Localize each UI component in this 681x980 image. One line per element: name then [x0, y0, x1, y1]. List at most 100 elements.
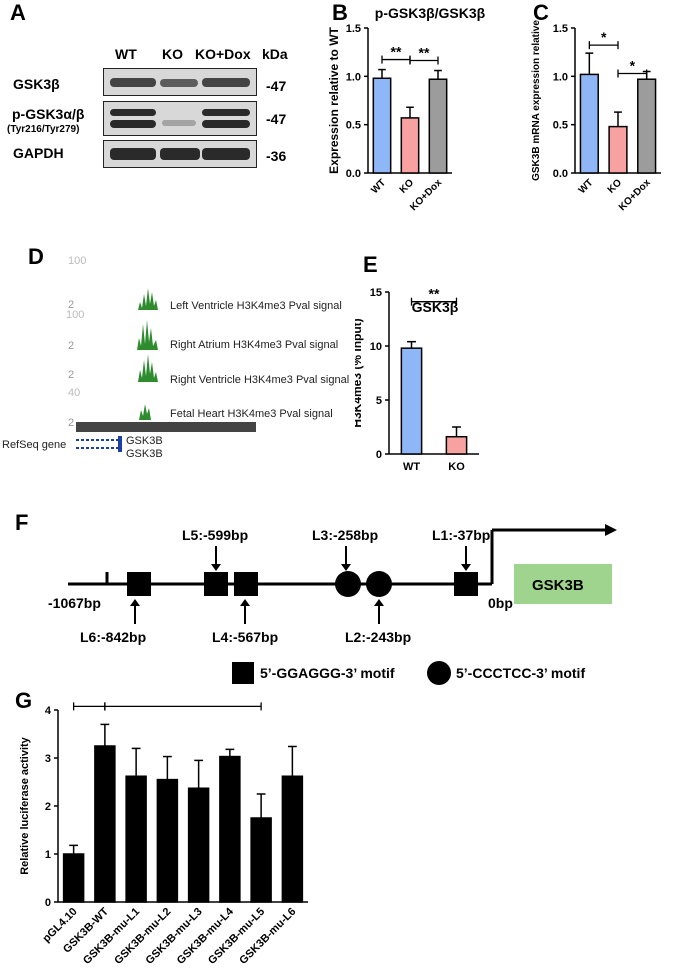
track-label: Left Ventricle H3K4me3 Pval signal — [170, 300, 342, 312]
chart-title: GSK3β — [412, 299, 459, 315]
panel-letter-c: C — [533, 0, 549, 25]
track-min: 2 — [68, 340, 74, 352]
kda-marker-gsk3b: -47 — [266, 78, 287, 94]
bar-ko — [608, 125, 628, 174]
track-max: 40 — [68, 387, 80, 399]
track-min: 2 — [68, 369, 74, 381]
y-tick-label: 10 — [370, 341, 382, 353]
band — [162, 120, 196, 126]
panel-letter-f: F — [15, 510, 29, 535]
track-max: 100 — [66, 309, 84, 321]
y-tick-label: 1.5 — [346, 23, 361, 35]
arrowhead — [211, 564, 221, 571]
y-tick-label: 4 — [45, 705, 52, 717]
motif-square-l6 — [127, 572, 151, 596]
bar-ko — [445, 435, 468, 455]
band — [110, 120, 156, 128]
motif-square-l4 — [234, 572, 258, 596]
band — [202, 109, 250, 116]
y-tick-label: 1 — [45, 849, 51, 861]
site-label-l3: L3:-258bp — [312, 527, 378, 543]
track-label: Right Atrium H3K4me3 Pval signal — [170, 339, 338, 351]
x-tick-label: GSK3B-mu-L6 — [237, 906, 298, 967]
band — [110, 78, 156, 87]
kda-marker-gapdh: -36 — [266, 148, 287, 164]
x-tick-label: KO — [606, 177, 625, 196]
peak — [139, 404, 151, 420]
site-label-l6: L6:-842bp — [80, 629, 146, 645]
y-tick-label: 0.5 — [346, 120, 361, 132]
blot-strip-p-gsk3 — [103, 101, 257, 136]
y-tick-label: 0 — [376, 449, 382, 461]
band — [202, 120, 250, 128]
arrowhead — [461, 564, 471, 571]
band — [202, 78, 250, 87]
y-tick-label: 0.0 — [553, 168, 568, 180]
panel-letter-e: E — [363, 252, 378, 277]
arrowhead — [374, 599, 384, 606]
bar-gsk3b-mu-l6 — [281, 775, 304, 903]
y-axis-label: H3K4me3 (% Input) — [355, 318, 364, 427]
track-min: 2 — [68, 299, 74, 311]
y-tick-label: 1.0 — [346, 71, 361, 83]
lane-label-ko-dox: KO+Dox — [195, 46, 251, 62]
motif-circle-l3 — [335, 571, 361, 597]
band — [202, 148, 250, 160]
promoter-schematic: -1067bp 0bp GSK3B L5:-599bp L3:-258bp L1… — [48, 524, 617, 685]
x-tick-label: KO+Dox — [408, 177, 444, 213]
band — [110, 109, 156, 116]
bar-gsk3b-mu-l2 — [156, 778, 179, 903]
y-tick-label: 0.0 — [346, 168, 361, 180]
bar-gsk3b-mu-l1 — [125, 775, 147, 903]
lane-label-ko: KO — [162, 46, 183, 62]
promoter-region-bar — [76, 422, 256, 432]
significance-label: ** — [391, 44, 402, 60]
bar-pgl4-10 — [62, 853, 85, 903]
x-tick-label: WT — [369, 177, 388, 196]
track-min: 2 — [68, 417, 74, 429]
bar-wt — [372, 77, 392, 174]
peak — [138, 354, 158, 382]
bar-gsk3b-mu-l5 — [250, 817, 272, 903]
site-label-l4: L4:-567bp — [212, 629, 278, 645]
chart-title: p-GSK3β/GSK3β — [375, 5, 486, 21]
track-max: 100 — [68, 255, 86, 267]
y-axis-label: GSK3B mRNA expression relative — [531, 20, 542, 181]
x-tick-label: KO+Dox — [617, 177, 653, 213]
panel-letter-g: G — [15, 688, 33, 713]
gene-name: GSK3B — [126, 435, 163, 447]
x-tick-label: WT — [403, 461, 420, 473]
gene-exon — [118, 444, 122, 452]
bar-ko — [400, 117, 420, 174]
legend-square — [232, 662, 254, 684]
refseq-gene-track: RefSeq gene GSK3B GSK3B — [2, 435, 163, 460]
bar-gsk3b-mu-l4 — [219, 755, 241, 903]
legend-circle — [427, 661, 451, 685]
motif-square-l1 — [454, 572, 478, 596]
bar-ko-dox — [637, 78, 657, 174]
site-label-l5: L5:-599bp — [182, 527, 248, 543]
genome-browser-track: 100 2 Left Ventricle H3K4me3 Pval signal… — [66, 255, 349, 432]
y-tick-label: 15 — [370, 287, 382, 299]
significance-label: ** — [419, 45, 430, 61]
y-tick-label: 1.0 — [553, 71, 568, 83]
gene-exon — [118, 436, 122, 444]
y-tick-label: 2 — [45, 801, 51, 813]
x-tick-label: KO — [448, 461, 465, 473]
arrowhead — [240, 599, 250, 606]
track-2: 2 Right Ventricle H3K4me3 Pval signal 40 — [68, 354, 349, 399]
y-tick-label: 0 — [45, 897, 51, 909]
motif-square-l5 — [204, 572, 228, 596]
track-1: 100 2 Right Atrium H3K4me3 Pval signal — [66, 309, 338, 352]
y-axis-label: Expression relative to WT — [327, 26, 341, 173]
y-tick-label: 5 — [376, 395, 382, 407]
band — [110, 148, 156, 160]
x-tick-label: KO — [398, 177, 417, 196]
track-label: Right Ventricle H3K4me3 Pval signal — [170, 374, 349, 386]
refseq-label: RefSeq gene — [2, 439, 66, 451]
site-label-l1: L1:-37bp — [432, 527, 490, 543]
gsk3b-gene-box — [514, 564, 612, 604]
